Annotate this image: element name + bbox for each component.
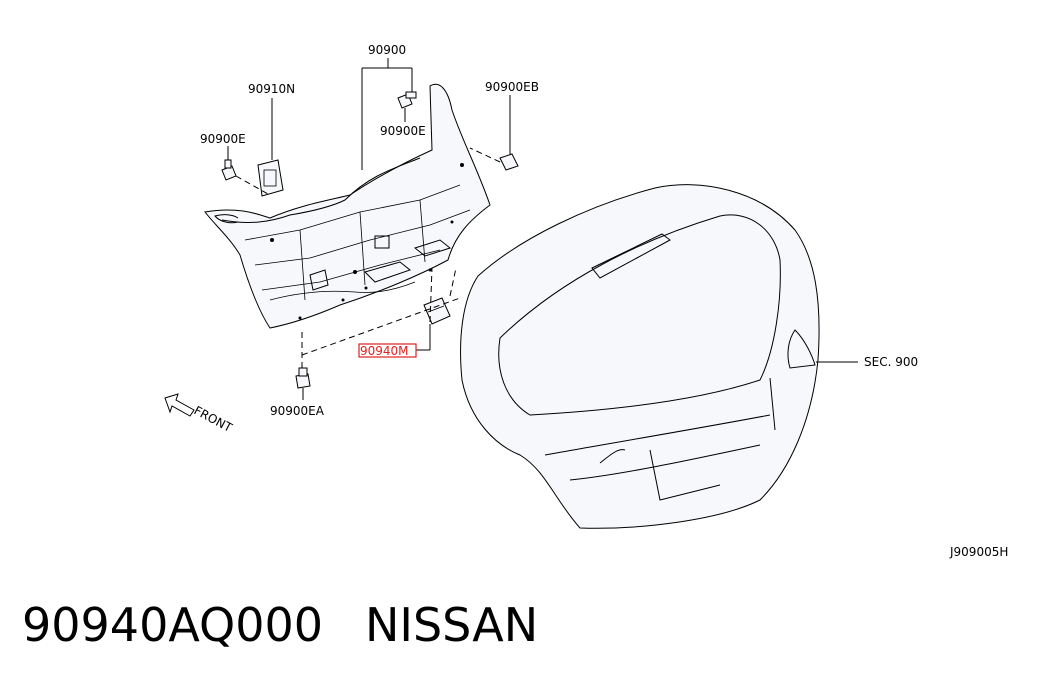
back-door	[460, 184, 858, 529]
front-direction-arrow	[164, 393, 195, 417]
highlighted-part	[416, 267, 451, 351]
label-front: FRONT	[192, 403, 235, 435]
caption: 90940AQ000 NISSAN	[22, 598, 538, 652]
highlight-box	[358, 343, 417, 358]
label-highlighted-part: 90940M	[360, 344, 409, 358]
label-clip-top: 90900E	[380, 124, 426, 138]
assembly-leader	[361, 58, 413, 170]
label-clip-bottom: 90900EA	[270, 404, 325, 418]
trim-panel	[204, 83, 491, 329]
label-cover: 90910N	[248, 82, 295, 96]
clip-right	[469, 95, 519, 171]
part-number: 90940AQ000	[22, 598, 323, 652]
clip-left	[221, 146, 269, 195]
brand-name: NISSAN	[365, 598, 539, 652]
label-assembly: 90900	[368, 43, 406, 57]
clip-top	[397, 91, 417, 122]
cover-part	[257, 98, 284, 197]
label-clip-left: 90900E	[200, 132, 246, 146]
label-diagram-id: J909005H	[949, 545, 1008, 559]
alignment-line	[301, 297, 461, 356]
alignment-line	[449, 267, 457, 297]
clip-bottom	[295, 330, 311, 400]
label-clip-right: 90900EB	[485, 80, 539, 94]
label-section: SEC. 900	[864, 355, 918, 369]
